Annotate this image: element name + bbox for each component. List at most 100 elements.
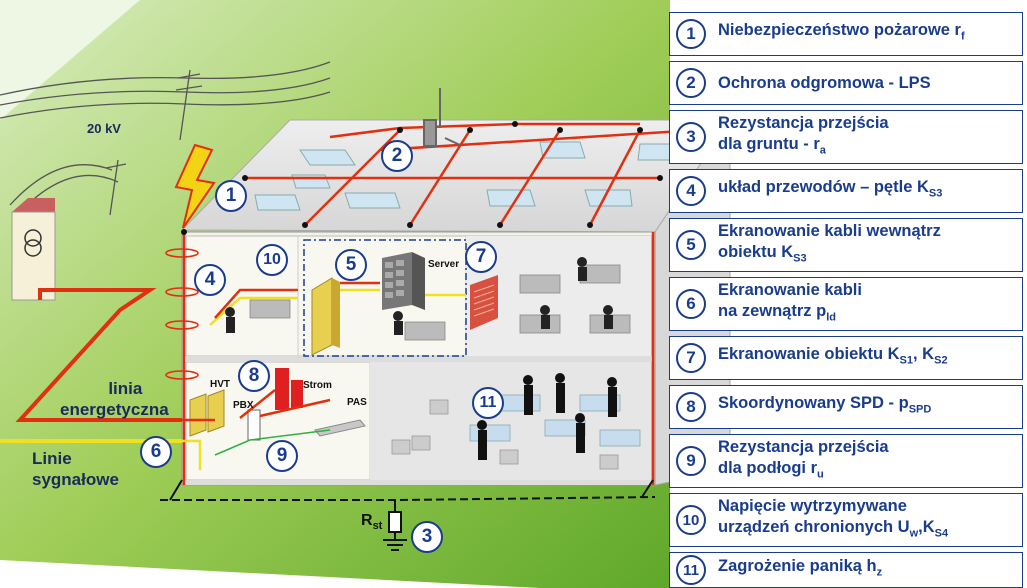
legend-text-sub: S1 (899, 354, 914, 367)
legend-text-sub: ld (826, 311, 836, 324)
legend-number: 1 (676, 19, 706, 49)
legend-item-10: 10 Napięcie wytrzymywane urządzeń chronio… (669, 493, 1023, 547)
transformer-station (11, 198, 56, 301)
callout-9: 9 (266, 440, 298, 472)
callout-6: 6 (140, 436, 172, 468)
legend-text-sub: S3 (928, 187, 943, 200)
legend-text-line2: urządzeń chronionych U (718, 517, 910, 536)
legend-text: Ekranowanie obiektu KS1, KS2 (718, 344, 948, 371)
legend-item-11: 11 Zagrożenie paniką hz (669, 552, 1023, 588)
pbx-label: PBX (233, 400, 254, 411)
legend-number: 2 (676, 68, 706, 98)
legend-text-sub: z (876, 566, 883, 579)
callout-10: 10 (256, 244, 288, 276)
lightning-bolt-icon (174, 143, 216, 229)
legend-text-sub-b: S2 (934, 354, 948, 367)
server-label: Server (428, 259, 460, 270)
legend-text-line1: Rezystancja przejścia (718, 437, 889, 456)
server-room (303, 239, 467, 357)
voltage-label: 20 kV (87, 121, 121, 136)
legend-item-1: 1 Niebezpieczeństwo pożarowe rf (669, 12, 1023, 56)
earthing-loop (160, 496, 656, 501)
legend-text-sub-b: S4 (934, 527, 949, 540)
pas-label: PAS (347, 397, 367, 408)
legend-text-sub: f (960, 30, 965, 43)
callout-1: 1 (215, 180, 247, 212)
power-line-label-2: energetyczna (60, 400, 169, 419)
legend-text-line2: dla podłogi r (718, 458, 817, 477)
hvt-box (189, 389, 225, 437)
legend-text-sub: w (909, 527, 919, 540)
legend-text: Ekranowanie kabli wewnątrz obiektu KS3 (718, 221, 941, 269)
legend-text-line2: obiektu K (718, 242, 794, 261)
legend-number: 8 (676, 392, 706, 422)
callout-5: 5 (335, 249, 367, 281)
legend-text-main: układ przewodów – pętle K (718, 178, 929, 197)
legend-number: 7 (676, 343, 706, 373)
legend-text-main: Zagrożenie paniką h (718, 557, 877, 576)
yellow-cabinet (311, 277, 340, 356)
hvt-label: HVT (210, 379, 230, 390)
signal-line-label: Linie sygnałowe (32, 448, 119, 490)
legend-number: 9 (676, 446, 706, 476)
strom-box (275, 368, 303, 410)
pas-panel (314, 419, 366, 437)
cable-loops (165, 248, 199, 380)
legend-number: 10 (676, 505, 706, 535)
legend-text-line1: Rezystancja przejścia (718, 113, 889, 132)
legend-text-sub: S3 (793, 252, 807, 265)
pbx-box (247, 409, 261, 441)
legend-text-line2-b: ,K (918, 517, 935, 536)
callout-11: 11 (472, 387, 504, 419)
server-rack (382, 252, 425, 310)
legend-number: 3 (676, 122, 706, 152)
legend-item-3: 3 Rezystancja przejścia dla gruntu - ra (669, 110, 1023, 164)
legend-text: Ochrona odgromowa - LPS (718, 73, 931, 92)
workstations-lower (469, 394, 641, 447)
legend-number: 4 (676, 176, 706, 206)
legend-text: Ekranowanie kabli na zewnątrz pld (718, 280, 862, 328)
legend-text: Skoordynowany SPD - pSPD (718, 393, 931, 420)
ground-icon (383, 539, 407, 551)
earth-resistance-sub: st (372, 520, 383, 533)
legend-text-line1: Napięcie wytrzymywane (718, 496, 907, 515)
legend-item-8: 8 Skoordynowany SPD - pSPD (669, 385, 1023, 429)
legend-text-line1: Ekranowanie kabli (718, 280, 862, 299)
legend-item-7: 7 Ekranowanie obiektu KS1, KS2 (669, 336, 1023, 380)
legend-text-main-b: , K (913, 345, 935, 364)
legend-text-line2: na zewnątrz p (718, 301, 827, 320)
callout-7: 7 (465, 241, 497, 273)
legend-item-4: 4 układ przewodów – pętle KS3 (669, 169, 1023, 213)
legend-item-5: 5 Ekranowanie kabli wewnątrz obiektu KS3 (669, 218, 1023, 272)
power-line-label-1: linia (108, 379, 143, 398)
legend-text-sub: SPD (908, 403, 932, 416)
legend-number: 11 (676, 555, 706, 585)
legend-text: Zagrożenie paniką hz (718, 556, 882, 583)
legend-item-9: 9 Rezystancja przejścia dla podłogi ru (669, 434, 1023, 488)
earth-resistor (388, 511, 402, 533)
earth-resistance-symbol: R (361, 512, 373, 529)
callout-8: 8 (238, 360, 270, 392)
earth-resistance-label: Rst (361, 512, 382, 532)
legend-text: Rezystancja przejścia dla gruntu - ra (718, 113, 889, 161)
roof-antenna (423, 88, 461, 147)
callout-4: 4 (194, 264, 226, 296)
legend-text-main: Niebezpieczeństwo pożarowe r (718, 21, 961, 40)
legend-text-line1: Ekranowanie kabli wewnątrz (718, 221, 941, 240)
legend-text-sub: u (817, 468, 824, 481)
signal-line-label-1: Linie (32, 449, 72, 468)
power-cable (15, 288, 182, 422)
strom-label: Strom (303, 380, 332, 391)
legend-text-sub: a (819, 144, 826, 157)
legend-text-main: Skoordynowany SPD - p (718, 394, 909, 413)
callout-2: 2 (381, 140, 413, 172)
legend-text: Niebezpieczeństwo pożarowe rf (718, 20, 965, 47)
callout-3: 3 (411, 521, 443, 553)
legend-text: Rezystancja przejścia dla podłogi ru (718, 437, 889, 485)
legend-text: układ przewodów – pętle KS3 (718, 177, 942, 204)
legend-item-2: 2 Ochrona odgromowa - LPS (669, 61, 1023, 105)
legend-number: 5 (676, 230, 706, 260)
legend-text-line2: dla gruntu - r (718, 134, 820, 153)
shield-panel (470, 275, 498, 330)
